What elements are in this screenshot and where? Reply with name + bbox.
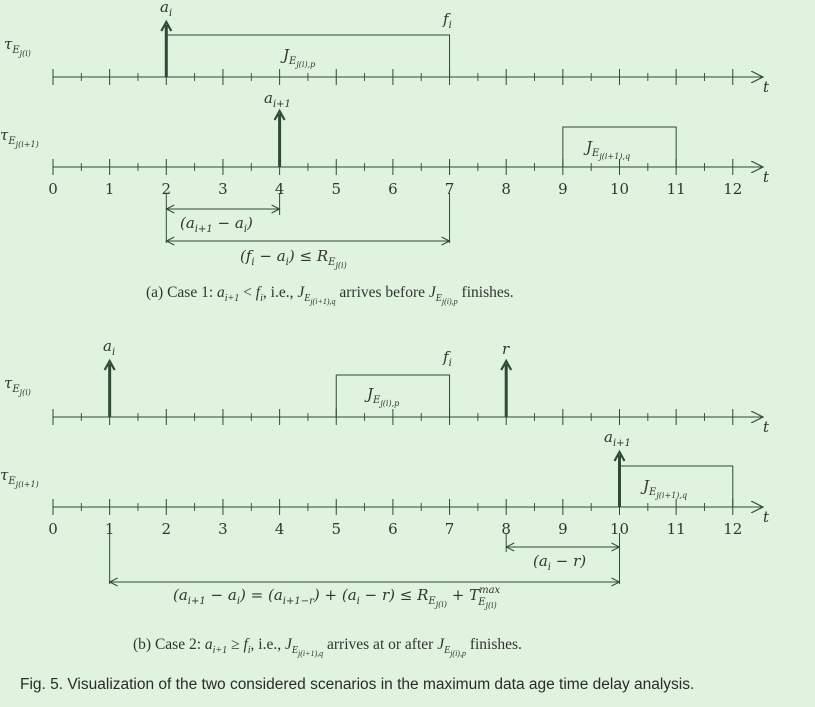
- tick-label-10: 10: [610, 180, 629, 198]
- figure-caption: Fig. 5. Visualization of the two conside…: [20, 676, 694, 693]
- tick-label-6: 6: [388, 520, 398, 538]
- task-label-i-b: τEj(i): [4, 374, 31, 397]
- arrival-label-ai-a: ai: [160, 0, 172, 19]
- job-label-q-a: JEj(i+1),q: [583, 138, 630, 161]
- arrival-label-ai-b: ai: [103, 337, 115, 358]
- tick-label-4: 4: [275, 180, 285, 198]
- job-label-p-b: JEj(i),p: [364, 385, 399, 408]
- axis-a-task-i1-var: t: [763, 168, 770, 186]
- job-box-q-a: [562, 126, 677, 168]
- tick-label-12: 12: [723, 180, 742, 198]
- caption-case-a: (a) Case 1: ai+1 < fi, i.e., JEj(i+1),q …: [146, 284, 514, 306]
- case-a-labels: τEj(i) τEj(i+1) ai fi JEj(i),p ai+1 JEj(…: [0, 0, 630, 306]
- arrival-label-ai1-a: ai+1: [264, 89, 291, 110]
- task-label-i-a: τEj(i): [4, 35, 31, 58]
- axis-a-task-i-var: t: [763, 78, 770, 96]
- job-label-p-a: JEj(i),p: [280, 46, 315, 69]
- finish-label-fi-a: fi: [442, 10, 452, 31]
- gap-label-ai-r: (ai − r): [533, 552, 586, 573]
- task-label-i1-a: τEj(i+1): [0, 126, 39, 149]
- tick-label-3: 3: [218, 180, 228, 198]
- tick-label-3: 3: [218, 520, 228, 538]
- caption-case-b: (b) Case 2: ai+1 ≥ fi, i.e., JEj(i+1),q …: [133, 636, 522, 658]
- arrival-label-ai1-b: ai+1: [604, 428, 631, 449]
- job-box-p-a: [165, 34, 451, 78]
- tick-label-2: 2: [162, 520, 172, 538]
- tick-label-5: 5: [331, 180, 341, 198]
- task-label-i1-b: τEj(i+1): [0, 466, 39, 489]
- tick-label-7: 7: [445, 180, 455, 198]
- tick-label-10: 10: [610, 520, 629, 538]
- job-label-q-b: JEj(i+1),q: [640, 477, 687, 500]
- tick-label-6: 6: [388, 180, 398, 198]
- arrival-arrow-r-b-head: [500, 358, 513, 371]
- arrival-arrow-ai-b-head: [103, 358, 116, 371]
- job-box-p-b: [335, 374, 451, 418]
- timeline-marks: [103, 19, 734, 584]
- tick-label-11: 11: [667, 520, 686, 538]
- tick-label-5: 5: [331, 520, 341, 538]
- tick-label-8: 8: [501, 520, 511, 538]
- tick-label-12: 12: [723, 520, 742, 538]
- tick-label-4: 4: [275, 520, 285, 538]
- gap-label-ai1-ai: (ai+1 − ai): [180, 214, 253, 235]
- gap-label-long-eq: (ai+1 − ai) = (ai+1−r) + (ai − r) ≤ REj(…: [173, 585, 501, 610]
- job-box-q-b: [619, 465, 734, 508]
- tick-label-7: 7: [445, 520, 455, 538]
- tick-label-11: 11: [667, 180, 686, 198]
- arrival-arrow-ai-a-head: [160, 19, 173, 32]
- tick-label-2: 2: [162, 180, 172, 198]
- tick-label-9: 9: [558, 520, 568, 538]
- tick-label-8: 8: [501, 180, 511, 198]
- tick-label-0: 0: [48, 180, 58, 198]
- tick-label-0: 0: [48, 520, 58, 538]
- r-label-b: r: [502, 340, 510, 358]
- axis-b-task-i1-var: t: [763, 508, 770, 526]
- case-b-labels: τEj(i) τEj(i+1) ai fi r JEj(i),p ai+1 JE…: [0, 337, 687, 658]
- tick-label-1: 1: [105, 520, 115, 538]
- gap-label-fi-ai: (fi − ai) ≤ REj(i): [240, 247, 347, 270]
- tick-label-1: 1: [105, 180, 115, 198]
- axis-b-task-i-var: t: [763, 418, 770, 436]
- tick-label-9: 9: [558, 180, 568, 198]
- finish-label-fi-b: fi: [442, 348, 452, 369]
- arrival-arrow-ai1-a-head: [273, 108, 286, 121]
- arrival-arrow-ai1-b-head: [613, 449, 626, 462]
